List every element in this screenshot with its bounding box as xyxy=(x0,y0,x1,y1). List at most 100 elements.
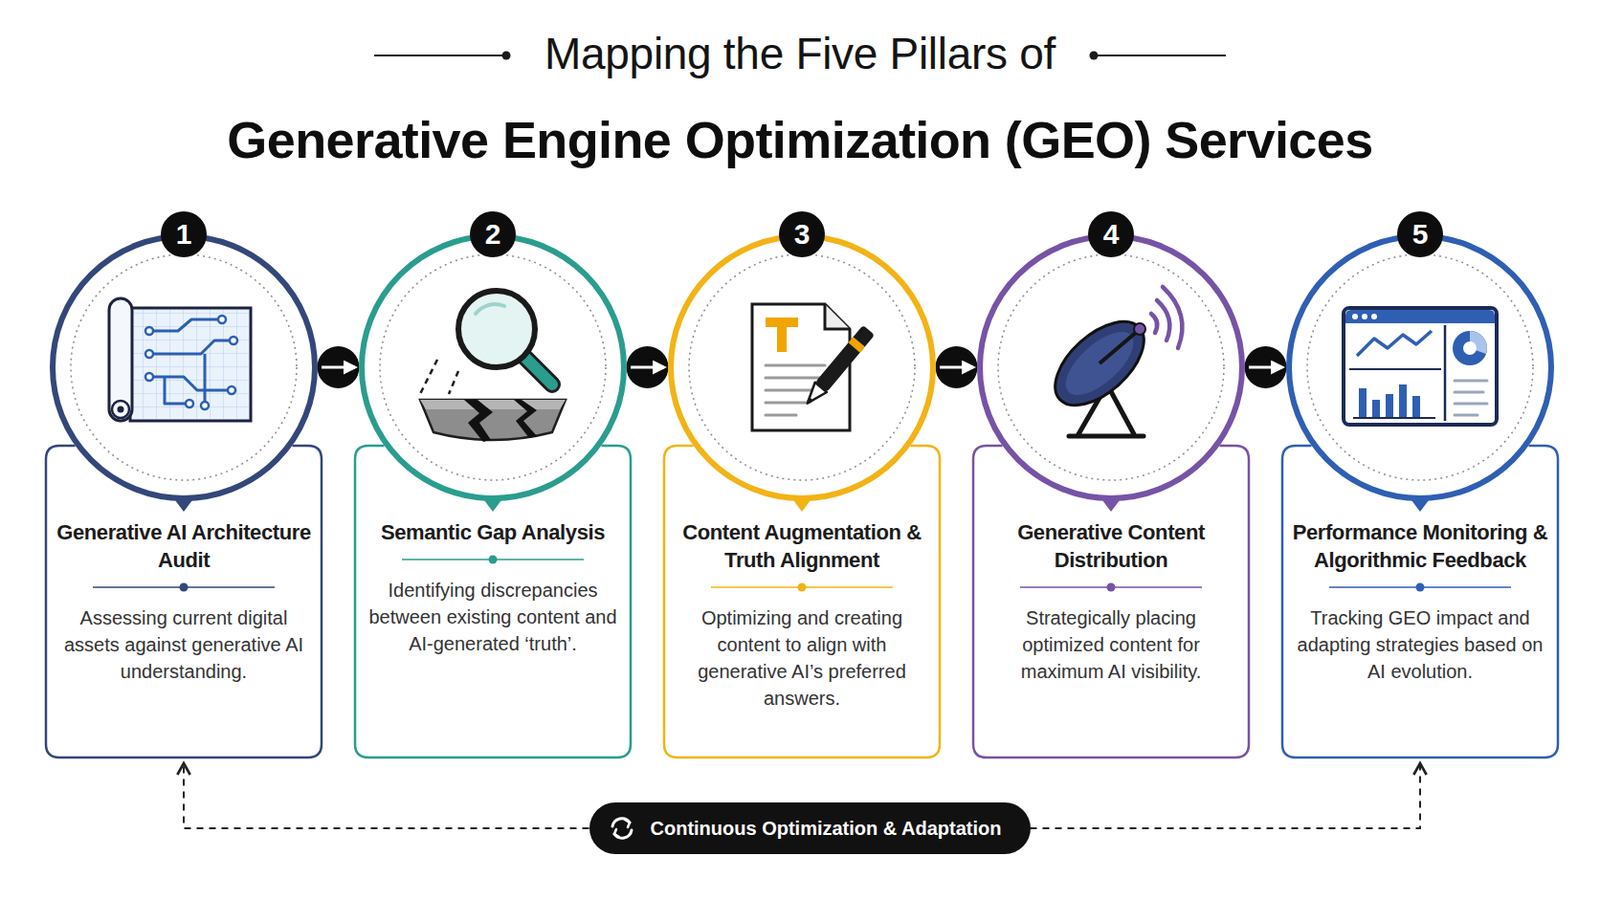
title-rule xyxy=(1093,54,1226,57)
ring-pointer xyxy=(1102,500,1120,512)
magnifier-icon xyxy=(523,355,553,385)
satellite-dish-icon xyxy=(1133,323,1146,335)
satellite-dish-icon xyxy=(1040,287,1182,437)
dashboard-icon xyxy=(1358,384,1421,418)
pillar-outline xyxy=(1282,445,1558,758)
cycle-icon xyxy=(612,819,630,827)
blueprint-icon xyxy=(130,308,251,422)
dashboard-icon xyxy=(1349,368,1442,371)
pillar-description: Strategically placing optimized content … xyxy=(980,604,1242,686)
pillar-heading: Content Augmentation & Truth Alignment xyxy=(671,518,933,575)
dashboard-icon xyxy=(1454,379,1488,383)
pillar-card: Generative AI Architecture AuditAssessin… xyxy=(45,233,322,758)
dashboard-icon xyxy=(1352,313,1358,320)
cycle-icon xyxy=(614,829,620,838)
dashboard-icon xyxy=(1412,396,1421,418)
blueprint-icon xyxy=(149,319,223,332)
blueprint-icon xyxy=(149,319,234,406)
magnifier-icon xyxy=(475,304,505,314)
pillar-ring xyxy=(379,254,606,481)
ring-pointer xyxy=(484,500,502,512)
pillar-description: Optimizing and creating content to align… xyxy=(671,604,933,712)
step-number-text: 4 xyxy=(1103,218,1120,251)
pillar-heading: Generative Content Distribution xyxy=(980,518,1242,575)
pillar-ring xyxy=(979,236,1243,499)
loop-label: Continuous Optimization & Adaptation xyxy=(650,816,1002,842)
blueprint-icon xyxy=(145,373,154,381)
pillar-ring xyxy=(70,254,297,481)
step-number: 5 xyxy=(1397,211,1444,258)
dashboard-icon xyxy=(1399,384,1407,418)
pillar-description: Identifying discrepancies between existi… xyxy=(362,577,623,658)
pillar-outline xyxy=(664,445,940,758)
document-icon xyxy=(752,304,875,431)
step-arrow xyxy=(1248,366,1283,370)
heading-divider xyxy=(92,581,275,594)
cycle-icon xyxy=(624,820,630,828)
step-number: 4 xyxy=(1088,211,1134,258)
magnifier-icon xyxy=(464,400,493,443)
magnifier-icon xyxy=(458,290,535,368)
pillar-ring xyxy=(688,254,915,481)
document-icon xyxy=(765,401,806,405)
dashboard-icon xyxy=(1385,394,1394,418)
document-icon xyxy=(765,364,825,368)
blueprint-icon xyxy=(132,310,249,420)
blueprint-icon xyxy=(203,354,207,406)
heading-divider xyxy=(1020,581,1202,594)
cycle-icon xyxy=(614,830,632,839)
dashboard-icon xyxy=(1356,331,1432,356)
cycle-icon xyxy=(608,815,636,843)
pillar-ring xyxy=(998,254,1224,481)
step-number: 3 xyxy=(778,211,825,258)
document-icon xyxy=(765,414,797,418)
heading-divider xyxy=(1416,583,1425,593)
dashboard-icon xyxy=(1454,380,1488,416)
loop-pill: Continuous Optimization & Adaptation xyxy=(589,802,1031,855)
step-number: 2 xyxy=(469,211,516,258)
dashboard-icon xyxy=(1345,310,1495,324)
document-icon xyxy=(824,304,850,330)
step-arrow xyxy=(939,366,974,370)
pillar-outline xyxy=(355,233,631,758)
blueprint-icon xyxy=(109,298,133,422)
satellite-dish-icon xyxy=(1151,313,1157,334)
document-icon xyxy=(806,397,814,404)
heading-divider xyxy=(711,581,893,594)
heading-divider xyxy=(401,554,584,566)
document-icon xyxy=(801,325,876,409)
arrow-disc xyxy=(317,346,360,389)
pillar-heading: Generative AI Architecture Audit xyxy=(53,518,314,575)
satellite-dish-icon xyxy=(1156,300,1170,341)
arrow-disc xyxy=(1244,346,1288,389)
satellite-dish-icon xyxy=(1099,331,1138,364)
arrow-disc xyxy=(626,346,669,389)
step-arrow xyxy=(321,366,356,370)
magnifier-icon xyxy=(420,359,459,395)
blueprint-icon xyxy=(227,386,236,395)
pillar-ring xyxy=(361,236,624,499)
blueprint-icon xyxy=(200,401,209,410)
dashboard-icon xyxy=(1361,313,1368,320)
step-number-text: 1 xyxy=(176,218,193,251)
ring-pointer xyxy=(793,500,811,512)
dashboard-icon xyxy=(1463,341,1477,356)
title-rule xyxy=(502,51,512,61)
step-number-text: 2 xyxy=(485,218,502,251)
heading-divider xyxy=(179,583,189,593)
dashboard-icon xyxy=(1454,414,1478,418)
blueprint-icon xyxy=(111,400,130,419)
step-arrow xyxy=(630,366,665,370)
satellite-dish-icon xyxy=(1151,287,1182,349)
blueprint-icon xyxy=(145,315,238,410)
feedback-loop-line xyxy=(1030,763,1422,829)
heading-divider xyxy=(1107,583,1116,593)
pillar-ring xyxy=(1288,236,1552,499)
blueprint-icon xyxy=(145,350,154,358)
title: Mapping the Five Pillars of xyxy=(0,26,1600,81)
dashboard-icon xyxy=(1444,325,1447,422)
pillar-outline xyxy=(45,445,322,758)
ring-pointer xyxy=(175,500,193,512)
blueprint-icon xyxy=(109,298,251,422)
blueprint-icon xyxy=(229,336,238,345)
